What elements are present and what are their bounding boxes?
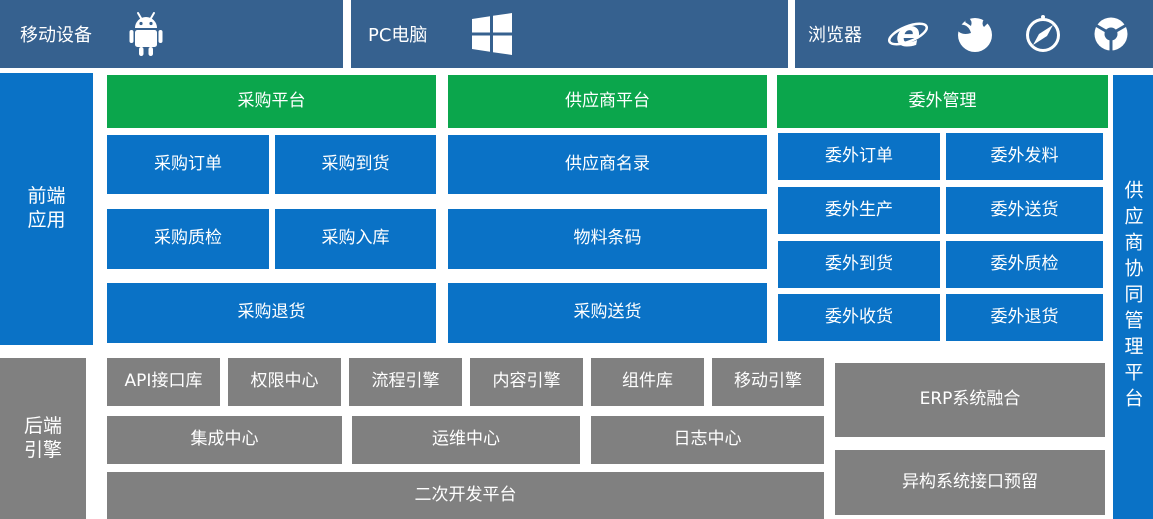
outsourcing-qc-box: 委外质检: [946, 241, 1103, 288]
backend-side-label: 后端 引擎: [0, 358, 86, 519]
supplier-directory-box: 供应商名录: [448, 135, 767, 194]
api-library-box: API接口库: [107, 358, 220, 406]
mobile-devices-label: 移动设备: [20, 25, 92, 46]
windows-icon: [471, 13, 513, 55]
content-engine-box: 内容引擎: [470, 358, 583, 406]
pc-label: PC电脑: [368, 25, 428, 46]
frontend-label-line1: 前端: [27, 185, 66, 208]
top-bar-mobile-section: 移动设备: [0, 0, 343, 68]
procurement-arrival-box: 采购到货: [275, 135, 436, 194]
chrome-icon: [1090, 13, 1132, 55]
top-bar-browser-section: 浏览器 e: [795, 0, 1153, 68]
outsourcing-order-box: 委外订单: [778, 133, 940, 180]
procurement-warehousing-box: 采购入库: [275, 209, 436, 269]
frontend-label-line2: 应用: [27, 209, 66, 231]
integration-center-box: 集成中心: [107, 416, 342, 464]
outsourcing-material-issue-box: 委外发料: [946, 133, 1103, 180]
component-library-box: 组件库: [591, 358, 704, 406]
supplier-platform-header: 供应商平台: [448, 75, 767, 128]
supplier-collaboration-platform-bar: 供应商协同管理平台: [1113, 75, 1153, 519]
safari-icon: [1022, 13, 1064, 55]
browser-label: 浏览器: [808, 25, 862, 46]
ops-center-box: 运维中心: [352, 416, 580, 464]
procurement-order-box: 采购订单: [107, 135, 269, 194]
frontend-side-label: 前端 应用: [0, 73, 93, 345]
backend-label-line2: 引擎: [23, 438, 62, 461]
material-barcode-box: 物料条码: [448, 209, 767, 269]
procurement-platform-header: 采购平台: [107, 75, 436, 128]
procurement-qc-box: 采购质检: [107, 209, 269, 269]
secondary-dev-platform-box: 二次开发平台: [107, 472, 824, 519]
permission-center-box: 权限中心: [228, 358, 341, 406]
mobile-engine-box: 移动引擎: [712, 358, 824, 406]
firefox-icon: [954, 13, 996, 55]
outsourcing-management-header: 委外管理: [777, 75, 1108, 128]
svg-text:e: e: [896, 14, 920, 55]
outsourcing-return-box: 委外退货: [946, 294, 1103, 341]
ie-icon: e: [886, 13, 930, 55]
process-engine-box: 流程引擎: [349, 358, 462, 406]
backend-label-line1: 后端: [23, 414, 62, 437]
top-bar-pc-section: PC电脑: [351, 0, 788, 68]
log-center-box: 日志中心: [591, 416, 824, 464]
outsourcing-receipt-box: 委外收货: [778, 294, 940, 341]
android-icon: [126, 11, 166, 57]
procurement-delivery-box: 采购送货: [448, 283, 767, 343]
outsourcing-delivery-box: 委外送货: [946, 187, 1103, 234]
erp-integration-box: ERP系统融合: [835, 363, 1105, 437]
outsourcing-production-box: 委外生产: [778, 187, 940, 234]
outsourcing-arrival-box: 委外到货: [778, 241, 940, 288]
procurement-return-box: 采购退货: [107, 283, 436, 343]
heterogeneous-interface-box: 异构系统接口预留: [835, 450, 1105, 515]
